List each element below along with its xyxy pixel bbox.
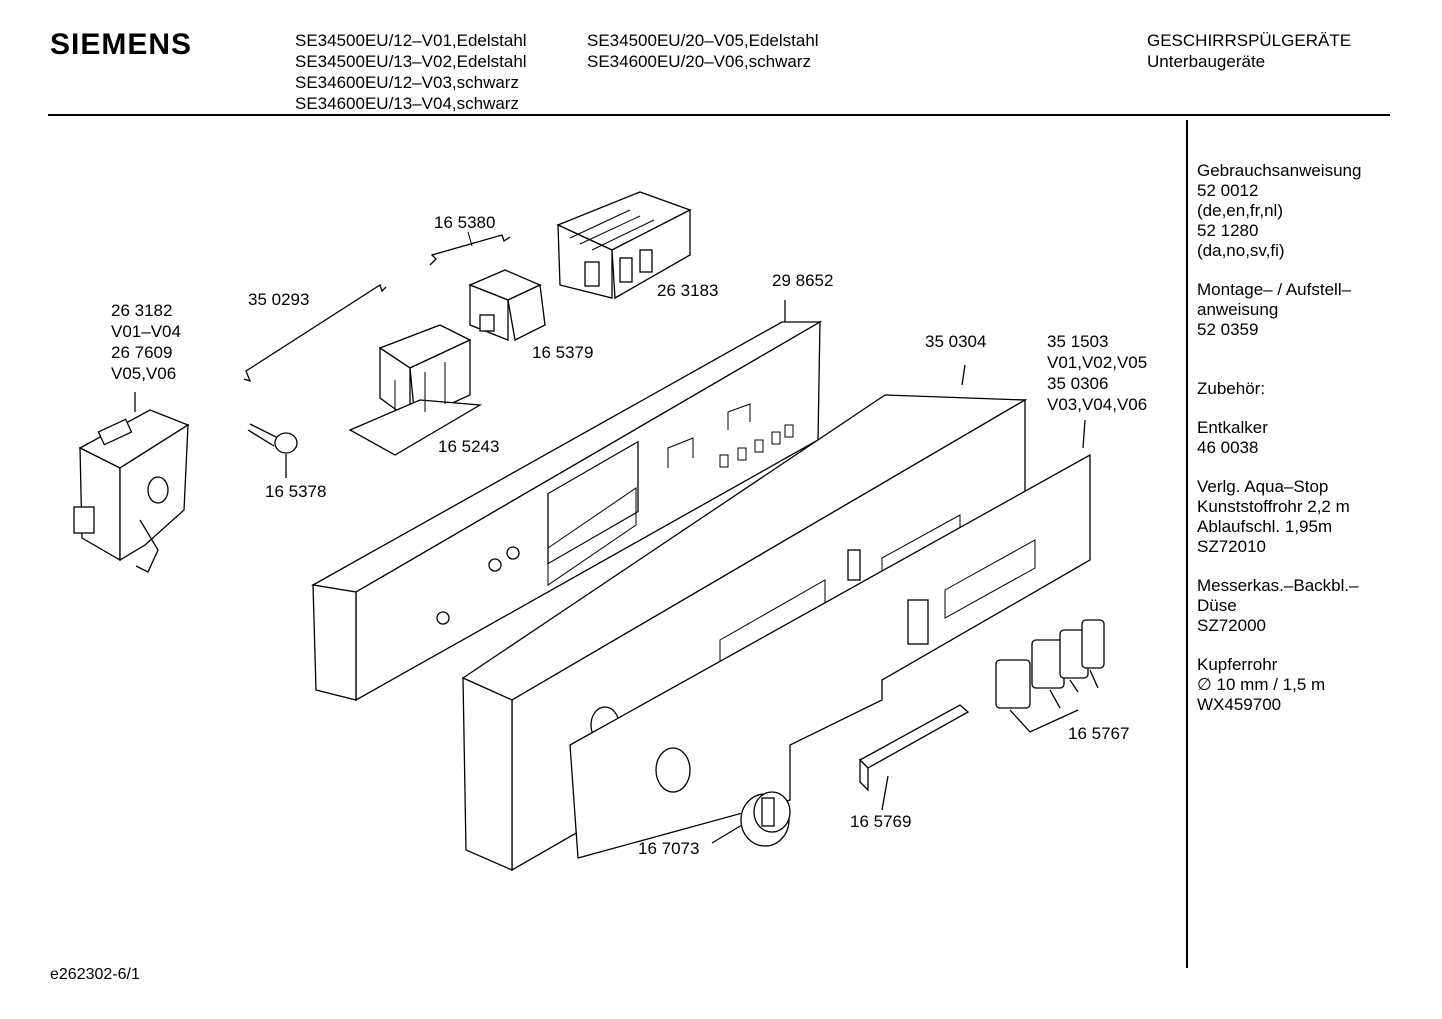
note-line: 52 0012 (1197, 181, 1259, 200)
note-line: Montage– / Aufstell– (1197, 280, 1352, 299)
note-line: Zubehör: (1197, 379, 1266, 398)
label-line: V01–V04 (111, 322, 181, 341)
note-line (1197, 359, 1361, 379)
note-assembly: Montage– / Aufstell– anweisung 52 0359 (1197, 280, 1361, 340)
sidebar-notes: Gebrauchsanweisung 52 0012 (de,en,fr,nl)… (1197, 161, 1361, 734)
note-line: WX459700 (1197, 695, 1282, 714)
label-165380: 16 5380 (434, 213, 496, 232)
note-line: 52 1280 (1197, 221, 1259, 240)
note-line: (da,no,sv,fi) (1197, 241, 1285, 260)
note-line: 46 0038 (1197, 438, 1259, 457)
model-line: SE34600EU/13–V04,schwarz (295, 94, 519, 113)
front-trim-part (569, 419, 1091, 859)
label-line: V03,V04,V06 (1047, 395, 1148, 414)
label-line: 26 7609 (111, 343, 173, 362)
sidebar-divider (1186, 120, 1188, 968)
category-line: Unterbaugeräte (1147, 52, 1266, 71)
label-line: V01,V02,V05 (1047, 353, 1148, 372)
label-263183: 26 3183 (657, 281, 719, 300)
note-line: SZ72010 (1197, 537, 1266, 556)
connector-part (468, 269, 546, 341)
rotary-knob-part (711, 791, 791, 847)
lamp-part (247, 423, 298, 478)
category-title: GESCHIRRSPÜLGERÄTE Unterbaugeräte (1147, 30, 1351, 72)
label-165379: 16 5379 (532, 343, 594, 362)
model-line: SE34600EU/12–V03,schwarz (295, 73, 519, 92)
note-line: Düse (1197, 596, 1237, 615)
note-line: Ablaufschl. 1,95m (1197, 517, 1333, 536)
note-line: Entkalker (1197, 418, 1268, 437)
note-line: Kupferrohr (1197, 655, 1278, 674)
note-line: SZ72000 (1197, 616, 1266, 635)
note-line: Kunststoffrohr 2,2 m (1197, 497, 1350, 516)
drawing-number: e262302-6/1 (50, 966, 140, 983)
model-line: SE34500EU/13–V02,Edelstahl (295, 52, 527, 71)
note-copper: Kupferrohr ∅ 10 mm / 1,5 m WX459700 (1197, 655, 1361, 715)
model-line: SE34500EU/20–V05,Edelstahl (587, 31, 819, 50)
label-line: V05,V06 (111, 364, 177, 383)
label-165243: 16 5243 (438, 437, 500, 456)
category-line: GESCHIRRSPÜLGERÄTE (1147, 31, 1352, 50)
note-line: Messerkas.–Backbl.– (1197, 576, 1359, 595)
note-cutlery: Messerkas.–Backbl.– Düse SZ72000 (1197, 576, 1361, 636)
label-line: 35 1503 (1047, 332, 1109, 351)
brand-logo: SIEMENS (50, 28, 193, 61)
label-263182: 26 3182 V01–V04 26 7609 V05,V06 (111, 300, 181, 384)
label-298652: 29 8652 (772, 271, 834, 290)
bracket-part (348, 324, 483, 456)
note-line: (de,en,fr,nl) (1197, 201, 1283, 220)
label-167073: 16 7073 (638, 839, 700, 858)
note-manual: Gebrauchsanweisung 52 0012 (de,en,fr,nl)… (1197, 161, 1361, 261)
exploded-drawing (73, 191, 1105, 872)
label-line: 35 0306 (1047, 374, 1109, 393)
note-line: ∅ 10 mm / 1,5 m (1197, 675, 1326, 694)
spring-clip-part (429, 234, 511, 266)
note-line: Gebrauchsanweisung (1197, 161, 1362, 180)
model-line: SE34500EU/12–V01,Edelstahl (295, 31, 527, 50)
label-351503: 35 1503 V01,V02,V05 35 0306 V03,V04,V06 (1047, 331, 1147, 415)
note-aquastop: Verlg. Aqua–Stop Kunststoffrohr 2,2 m Ab… (1197, 477, 1361, 557)
label-165767: 16 5767 (1068, 724, 1130, 743)
button-caps-part (995, 619, 1105, 733)
light-guide-part (858, 704, 970, 811)
note-line: 52 0359 (1197, 320, 1259, 339)
control-module-part (73, 392, 190, 573)
wire-rod-part (243, 284, 387, 383)
label-350293: 35 0293 (248, 290, 310, 309)
note-accessories: Zubehör: (1197, 359, 1361, 399)
panel-frame-part (311, 300, 823, 702)
label-line: 26 3182 (111, 301, 173, 320)
model-list-2: SE34500EU/20–V05,Edelstahl SE34600EU/20–… (587, 30, 819, 72)
label-165378: 16 5378 (265, 482, 327, 501)
model-list-1: SE34500EU/12–V01,Edelstahl SE34500EU/13–… (295, 30, 527, 114)
switch-block-part (556, 191, 692, 300)
header-divider (48, 114, 1390, 116)
note-line: anweisung (1197, 300, 1279, 319)
label-165769: 16 5769 (850, 812, 912, 831)
label-350304: 35 0304 (925, 332, 987, 351)
note-line: Verlg. Aqua–Stop (1197, 477, 1329, 496)
note-descaler: Entkalker 46 0038 (1197, 418, 1361, 458)
model-line: SE34600EU/20–V06,schwarz (587, 52, 811, 71)
